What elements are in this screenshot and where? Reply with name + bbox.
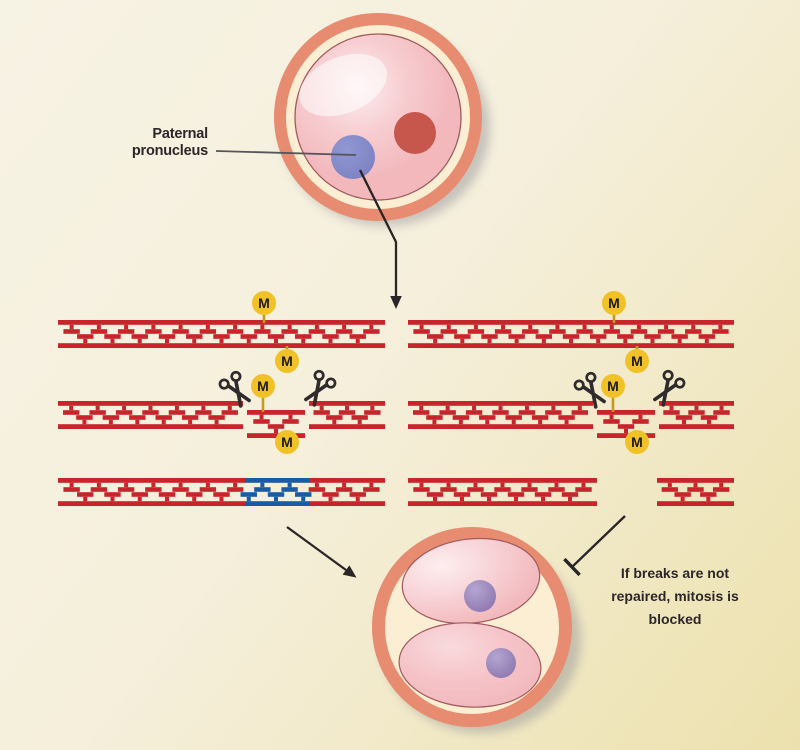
scissors-icon <box>218 370 251 408</box>
methyl-m-letter: M <box>608 295 620 311</box>
blastomere-nucleus <box>464 580 496 612</box>
scissors-icon <box>653 369 686 407</box>
dna-right-methylated <box>408 320 734 348</box>
mitosis-blocked-label: If breaks are not repaired, mitosis is b… <box>611 565 739 627</box>
methyl-m-letter: M <box>281 353 293 369</box>
methylation-mark: M <box>625 430 649 454</box>
methylation-mark: M <box>602 291 626 323</box>
scissors-icon <box>304 369 337 407</box>
zygote-to-dna-arrow <box>358 169 402 309</box>
methyl-m-letter: M <box>258 295 270 311</box>
dna-left-cut <box>58 401 385 438</box>
inhibition-bar <box>563 557 581 577</box>
methylation-mark: M <box>252 291 276 323</box>
methyl-m-letter: M <box>607 378 619 394</box>
methyl-m-letter: M <box>631 353 643 369</box>
repaired-to-embryo-arrow <box>286 526 357 578</box>
broken-blocks-mitosis-bar <box>563 515 626 577</box>
blastomere-nucleus <box>486 648 516 678</box>
methyl-m-letter: M <box>257 378 269 394</box>
arrowhead <box>390 296 402 309</box>
methylation-mark: M <box>275 346 299 373</box>
methylation-mark: M <box>251 374 275 412</box>
methyl-m-letter: M <box>281 434 293 450</box>
arrowhead <box>342 565 357 578</box>
blastomere-2 <box>398 622 542 708</box>
maternal-pronucleus <box>394 112 436 154</box>
dna-left-repaired <box>58 478 385 506</box>
methylation-mark: M <box>275 430 299 454</box>
scissors-icon <box>573 371 606 409</box>
methyl-m-letter: M <box>631 434 643 450</box>
paternal-pronucleus <box>331 135 375 179</box>
two-cell-embryo <box>372 527 581 733</box>
dna-right-cut <box>408 401 734 438</box>
methylation-mark: M <box>601 374 625 412</box>
dna-right-broken <box>408 478 734 506</box>
dna-left-methylated <box>58 320 385 348</box>
zygote-cell <box>274 13 490 226</box>
paternal-pronucleus-label: Paternal pronucleus <box>131 126 208 159</box>
blastomere-1 <box>401 537 541 625</box>
methylation-mark: M <box>625 346 649 373</box>
pronucleus-connector-line <box>215 150 357 156</box>
